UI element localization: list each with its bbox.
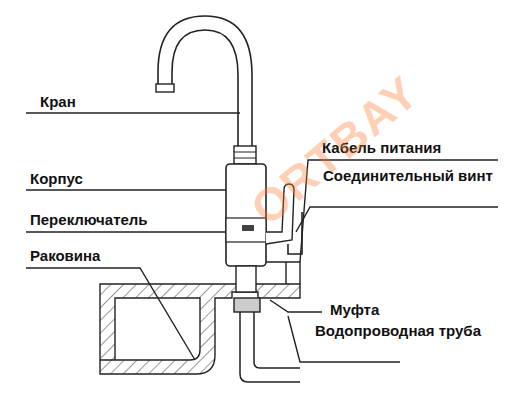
- part-label: Водопроводная труба: [308, 322, 488, 340]
- part-label: Раковина: [30, 247, 100, 265]
- part-label: Кран: [40, 93, 76, 111]
- spout: [158, 16, 252, 148]
- base: [236, 266, 256, 292]
- leader-lines: [26, 113, 498, 362]
- nozzle: [156, 84, 174, 92]
- part-label: Муфта: [330, 301, 379, 319]
- water-pipe: [254, 312, 300, 368]
- connecting-screw: [266, 262, 300, 284]
- part-label: Переключатель: [30, 211, 148, 229]
- sink-section: [100, 284, 300, 374]
- spout: [172, 30, 238, 148]
- collar: [234, 146, 256, 164]
- water-pipe: [240, 312, 300, 382]
- coupling: [234, 298, 260, 312]
- part-label: Корпус: [30, 170, 83, 188]
- switch-ring: [226, 218, 266, 242]
- switch-mark: [242, 225, 254, 231]
